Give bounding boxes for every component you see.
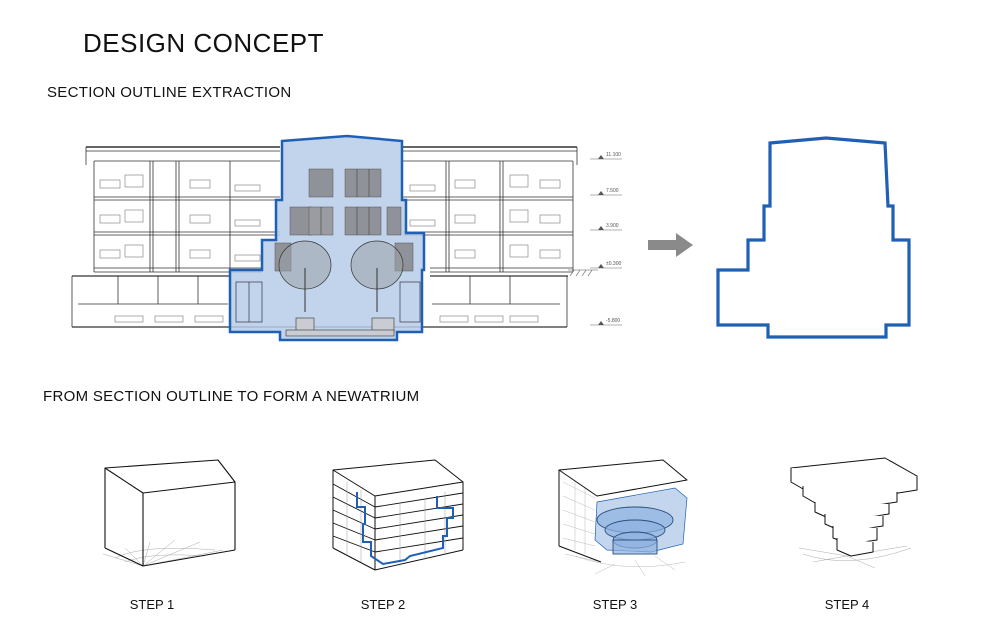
step-3-label: STEP 3 xyxy=(592,597,638,612)
atrium-outline-highlight xyxy=(228,134,426,342)
step-3-diagram xyxy=(558,459,688,577)
step-1-diagram xyxy=(102,459,236,567)
level-mark: 7.500 xyxy=(606,188,619,194)
level-mark: -5.800 xyxy=(606,318,620,324)
step-1-label: STEP 1 xyxy=(129,597,175,612)
step-4-label: STEP 4 xyxy=(824,597,870,612)
extracted-section-outline xyxy=(716,136,911,339)
section-outline-heading: SECTION OUTLINE EXTRACTION xyxy=(47,84,292,101)
step-4-diagram xyxy=(790,457,918,569)
level-mark: 3.900 xyxy=(606,223,619,229)
step-2-diagram xyxy=(332,459,464,571)
arrow-right-icon xyxy=(648,233,693,257)
level-mark: ±0.300 xyxy=(606,261,621,267)
page-title: DESIGN CONCEPT xyxy=(83,28,325,58)
atrium-heading: FROM SECTION OUTLINE TO FORM A NEWATRIUM xyxy=(43,388,420,405)
building-section-drawing: 11.100 7.500 3.900 ±0.300 -5.800 xyxy=(71,134,911,342)
step-2-label: STEP 2 xyxy=(360,597,406,612)
level-mark: 11.100 xyxy=(606,152,621,158)
